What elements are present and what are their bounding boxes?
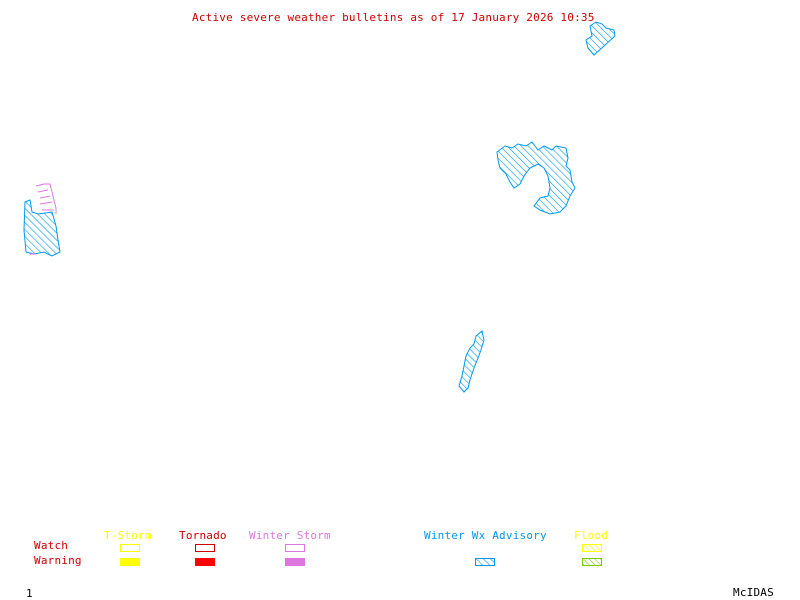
legend-label-tstorm: T-Storm xyxy=(104,529,152,542)
winter-wx-advisory-appalachians xyxy=(458,330,485,393)
legend-tstorm-warning-swatch xyxy=(120,558,140,566)
legend-winter-storm-warning-swatch xyxy=(285,558,305,566)
legend-row-watch: Watch xyxy=(34,539,69,552)
winter-wx-advisory-northeast-corner xyxy=(585,21,616,56)
legend-flood-warning-swatch xyxy=(582,558,602,566)
winter-storm-west-coast xyxy=(30,183,57,255)
mcidas-brand: McIDAS xyxy=(733,586,774,599)
winter-wx-advisory-west-coast xyxy=(23,199,61,257)
bulletin-title: Active severe weather bulletins as of 17… xyxy=(192,11,595,24)
legend-winter-wx-advisory-swatch xyxy=(475,558,495,566)
legend-row-warning: Warning xyxy=(34,554,82,567)
legend-label-winter-storm: Winter Storm xyxy=(249,529,331,542)
winter-wx-advisory-great-lakes xyxy=(496,141,576,215)
legend-label-flood: Flood xyxy=(574,529,609,542)
legend-tornado-watch-swatch xyxy=(195,544,215,552)
legend-flood-watch-swatch xyxy=(582,544,602,552)
legend-tornado-warning-swatch xyxy=(195,558,215,566)
legend-tstorm-watch-swatch xyxy=(120,544,140,552)
legend-label-winter-wx-advisory: Winter Wx Advisory xyxy=(424,529,547,542)
legend-winter-storm-watch-swatch xyxy=(285,544,305,552)
legend-label-tornado: Tornado xyxy=(179,529,227,542)
frame-number: 1 xyxy=(26,587,33,600)
